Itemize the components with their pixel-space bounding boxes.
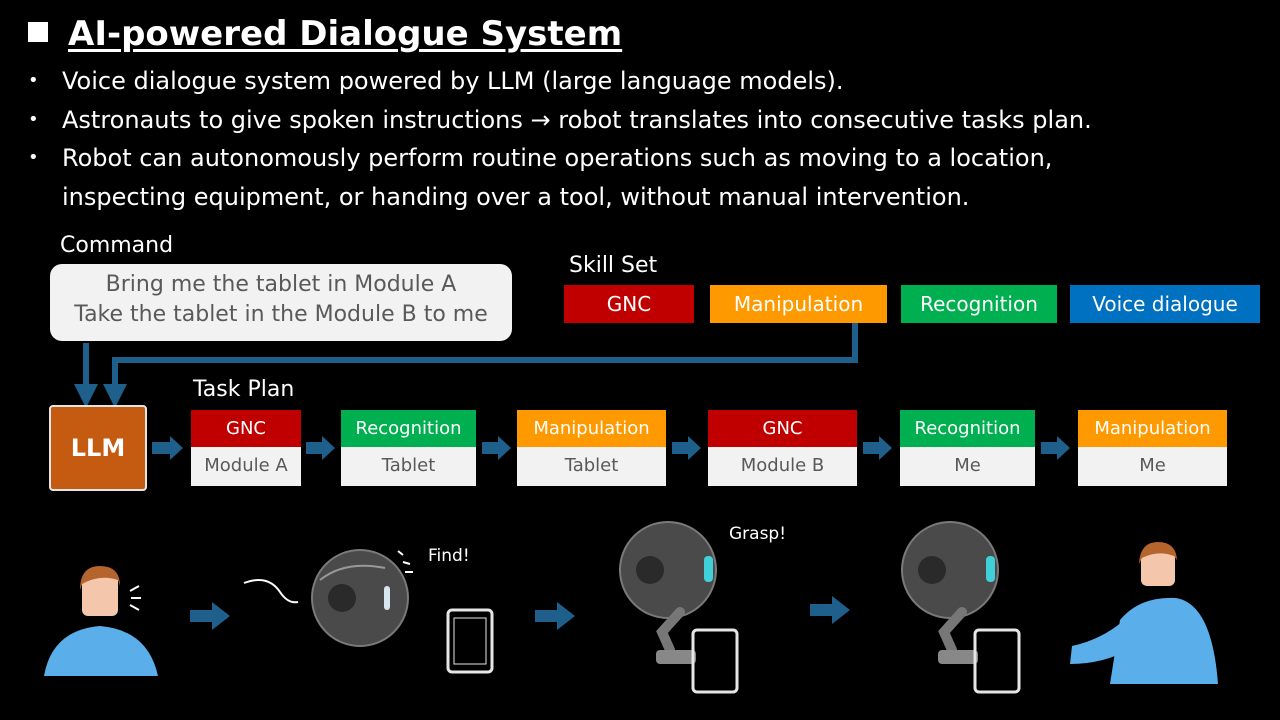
task-step: Manipulation Me <box>1078 410 1227 486</box>
arrow-right-icon <box>535 602 575 630</box>
arrow-right-icon <box>863 436 892 460</box>
arrow-right-icon <box>152 436 183 460</box>
task-step-skill: GNC <box>708 410 857 447</box>
task-step: GNC Module A <box>191 410 301 486</box>
task-step-target: Me <box>900 447 1035 486</box>
task-step-skill: Manipulation <box>517 410 666 447</box>
skill-voice-dialogue: Voice dialogue <box>1070 285 1260 323</box>
robot-with-arm-icon <box>901 521 999 664</box>
bullet-list: Voice dialogue system powered by LLM (la… <box>28 62 1092 216</box>
arrow-right-icon <box>190 602 230 630</box>
page-title: AI-powered Dialogue System <box>28 14 622 54</box>
skill-gnc: GNC <box>564 285 694 323</box>
arrow-right-icon <box>672 436 701 460</box>
task-step-skill: GNC <box>191 410 301 447</box>
bullet-item: Astronauts to give spoken instructions →… <box>28 101 1092 140</box>
find-callout: Find! <box>428 546 470 566</box>
llm-box: LLM <box>49 405 147 491</box>
task-step-target: Me <box>1078 447 1227 486</box>
task-step-skill: Recognition <box>900 410 1035 447</box>
task-step: Recognition Tablet <box>341 410 476 486</box>
astronaut-receiving-icon <box>1070 542 1218 684</box>
task-arrows <box>152 436 1070 630</box>
robot-icon <box>311 549 409 647</box>
skill-recognition: Recognition <box>901 285 1057 323</box>
task-step: Recognition Me <box>900 410 1035 486</box>
task-step-target: Tablet <box>517 447 666 486</box>
command-line: Bring me the tablet in Module A <box>105 272 457 297</box>
tablet-icon <box>446 608 494 674</box>
bullet-item: Robot can autonomously perform routine o… <box>28 139 1092 178</box>
bullet-item: Voice dialogue system powered by LLM (la… <box>28 62 1092 101</box>
arrow-right-icon <box>306 436 335 460</box>
arrow-right-icon <box>1041 436 1070 460</box>
square-bullet-icon <box>28 22 48 42</box>
arrow-right-icon <box>810 596 850 624</box>
task-step-skill: Manipulation <box>1078 410 1227 447</box>
skill-set-label: Skill Set <box>569 253 658 278</box>
tablet-icon <box>973 628 1021 694</box>
skill-manipulation: Manipulation <box>710 285 887 323</box>
astronaut-speaking-icon <box>44 566 158 676</box>
command-box: Bring me the tablet in Module A Take the… <box>50 264 512 341</box>
task-plan-label: Task Plan <box>193 377 295 402</box>
task-step: GNC Module B <box>708 410 857 486</box>
task-step-target: Tablet <box>341 447 476 486</box>
robot-with-arm-icon <box>619 521 717 664</box>
voice-wave-icon <box>243 579 299 604</box>
skillset-to-llm-arrow <box>103 323 858 408</box>
arrow-right-icon <box>482 436 511 460</box>
task-step-target: Module A <box>191 447 301 486</box>
tablet-icon <box>691 628 739 694</box>
alert-lines-icon <box>397 550 413 573</box>
command-line: Take the tablet in the Module B to me <box>74 302 488 327</box>
task-step-skill: Recognition <box>341 410 476 447</box>
command-label: Command <box>60 233 174 258</box>
bullet-item-continuation: inspecting equipment, or handing over a … <box>62 182 970 211</box>
task-step: Manipulation Tablet <box>517 410 666 486</box>
task-step-target: Module B <box>708 447 857 486</box>
grasp-callout: Grasp! <box>729 524 787 544</box>
